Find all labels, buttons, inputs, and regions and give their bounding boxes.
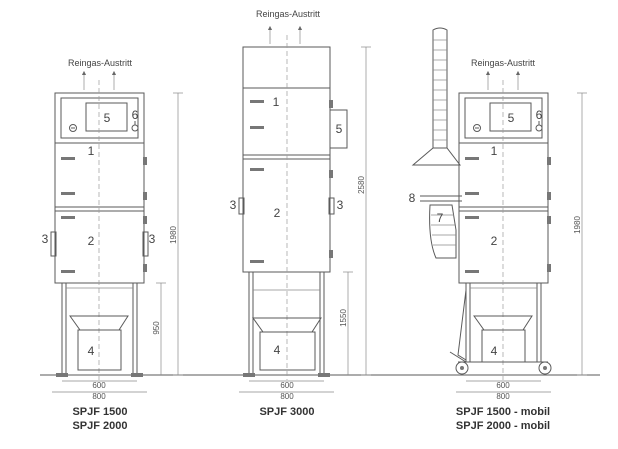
dim-width-600-1: 600 bbox=[92, 381, 106, 390]
callout-8: 8 bbox=[409, 191, 416, 205]
callout-5: 5 bbox=[508, 111, 515, 125]
dim-height-lower-1: 950 bbox=[152, 321, 161, 335]
callout-3-right: 3 bbox=[149, 232, 156, 246]
caption-model-1b: SPJF 2000 bbox=[72, 420, 127, 432]
callout-6: 6 bbox=[536, 108, 543, 122]
dim-width-800-3: 800 bbox=[496, 392, 510, 401]
callout-1: 1 bbox=[491, 144, 498, 158]
callout-3-left: 3 bbox=[230, 198, 237, 212]
callout-5: 5 bbox=[104, 111, 111, 125]
caption-model-2: SPJF 3000 bbox=[259, 406, 314, 418]
outlet-label-1: Reingas-Austritt bbox=[68, 58, 133, 68]
caption-model-3a: SPJF 1500 - mobil bbox=[456, 406, 550, 418]
dim-width-800-1: 800 bbox=[92, 392, 106, 401]
callout-2: 2 bbox=[491, 234, 498, 248]
callout-7: 7 bbox=[437, 211, 444, 225]
callout-6: 6 bbox=[132, 108, 139, 122]
callout-2: 2 bbox=[274, 206, 281, 220]
callout-1: 1 bbox=[88, 144, 95, 158]
dim-width-600-3: 600 bbox=[496, 381, 510, 390]
callout-2: 2 bbox=[88, 234, 95, 248]
callout-1: 1 bbox=[273, 95, 280, 109]
callout-4: 4 bbox=[491, 344, 498, 358]
caption-model-1a: SPJF 1500 bbox=[72, 406, 127, 418]
dim-height-total-1: 1980 bbox=[169, 226, 178, 244]
dim-height-total-2: 2580 bbox=[357, 176, 366, 194]
outlet-label-2: Reingas-Austritt bbox=[256, 9, 321, 19]
callout-4: 4 bbox=[88, 344, 95, 358]
callout-3-left: 3 bbox=[42, 232, 49, 246]
unit-spjf-3000: Reingas-Austritt 2580 bbox=[230, 9, 371, 418]
dim-height-lower-2: 1550 bbox=[339, 309, 348, 327]
dim-height-total-3: 1980 bbox=[573, 216, 582, 234]
callout-5: 5 bbox=[336, 122, 343, 136]
unit-spjf-mobil: Reingas-Austritt bbox=[409, 27, 587, 432]
dim-width-600-2: 600 bbox=[280, 381, 294, 390]
callout-4: 4 bbox=[274, 343, 281, 357]
outlet-label-3: Reingas-Austritt bbox=[471, 58, 536, 68]
dim-width-800-2: 800 bbox=[280, 392, 294, 401]
caption-model-3b: SPJF 2000 - mobil bbox=[456, 420, 550, 432]
callout-3-right: 3 bbox=[337, 198, 344, 212]
unit-spjf-1500: Reingas-Austritt bbox=[42, 58, 183, 432]
